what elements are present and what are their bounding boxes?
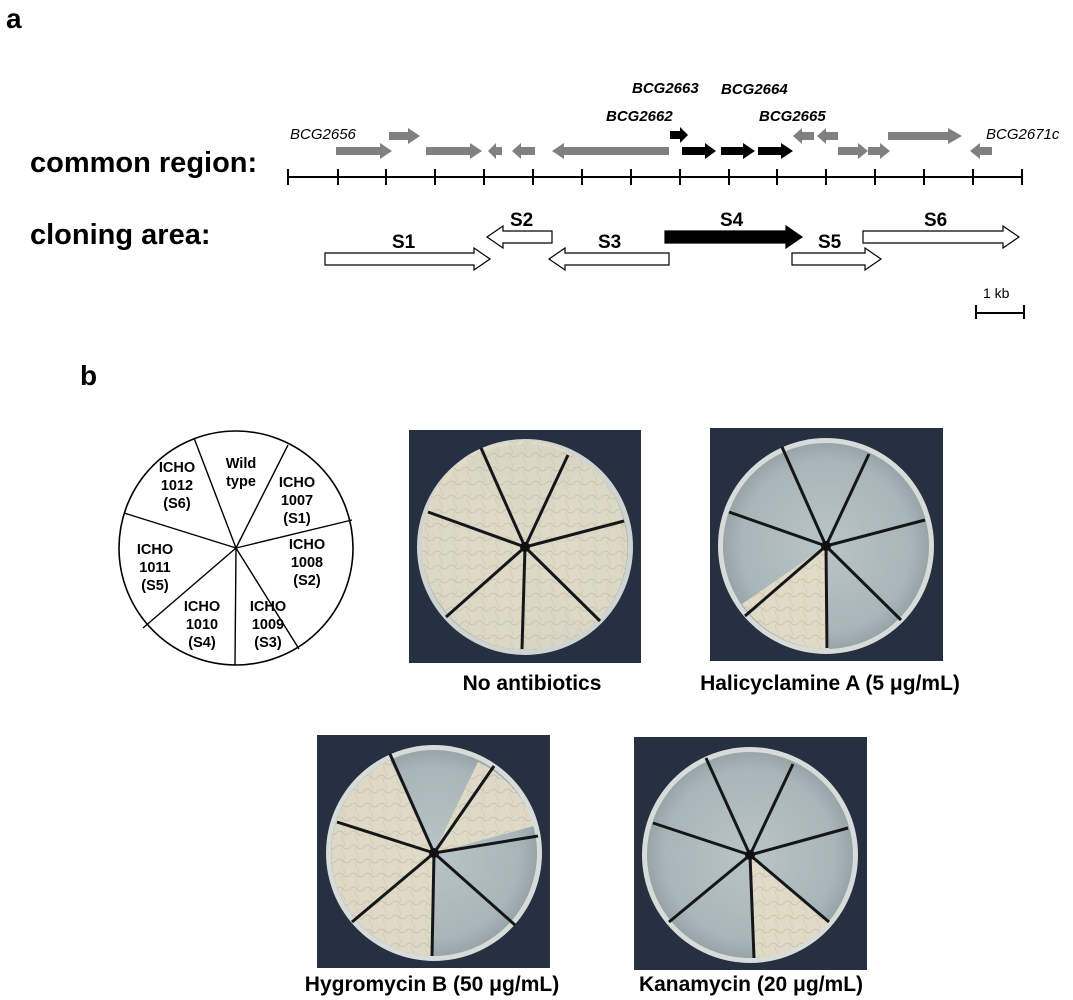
gene-label-bcg2656: BCG2656 [290,126,357,143]
segment-s2-label: S2 [510,210,533,231]
gene-label-bcg2663: BCG2663 [632,80,699,97]
plate-caption-no-antibiotics: No antibiotics [463,672,602,695]
gene-arrow [488,143,502,159]
gene-arrow [336,143,392,159]
scale-bar: 1 kb [975,285,1025,319]
segment-s6-arrow [862,224,1021,250]
gene-arrow [793,128,814,144]
gene-label-bcg2665: BCG2665 [759,108,826,125]
plate-photo-kanamycin [634,737,867,970]
segment-s6-label: S6 [924,210,947,231]
segment-s1-arrow [324,246,492,272]
gene-label-bcg2671c: BCG2671c [986,126,1060,143]
gene-arrow [552,143,669,159]
panel-b-letter: b [80,360,97,391]
gene-arrow [838,143,868,159]
gene-arrow-bcg2664 [721,143,755,159]
segment-s4-label: S4 [720,210,744,231]
gene-arrows [336,127,992,159]
gene-arrow [868,143,890,159]
segment-s2-arrow [485,224,553,250]
gene-arrow-bcg2662 [682,143,716,159]
gene-arrow [888,128,962,144]
segment-s5-arrow [791,246,883,272]
plate-caption-hygromycin-b: Hygromycin B (50 μg/mL) [305,973,559,996]
segment-s3-label: S3 [598,232,621,253]
segment-s4-arrow [664,224,804,250]
plate-photo-no-antibiotics [409,430,641,663]
gene-arrow [389,128,420,144]
segment-s3-arrow [547,246,670,272]
gene-arrow [512,143,535,159]
gene-arrow-bcg2663 [670,127,688,143]
plate-photo-hygromycin-b [317,735,550,968]
gene-label-bcg2662: BCG2662 [606,108,673,125]
genome-ruler [287,169,1023,185]
gene-arrow [426,143,482,159]
gene-arrow-bcg2665 [758,143,793,159]
segment-s1-label: S1 [392,232,416,253]
plate-caption-halicyclamine-a: Halicyclamine A (5 μg/mL) [700,672,960,695]
common-region-label: common region: [30,147,257,179]
gene-arrow [817,128,838,144]
gene-arrow [970,143,992,159]
gene-label-bcg2664: BCG2664 [721,81,788,98]
scale-bar-label: 1 kb [983,285,1010,301]
segment-s5-label: S5 [818,232,842,253]
cloning-area-label: cloning area: [30,219,211,251]
plate-caption-kanamycin: Kanamycin (20 μg/mL) [639,973,863,996]
plate-photo-halicyclamine-a [710,428,943,661]
panel-a-letter: a [6,3,22,34]
cloning-segments: S1 S2 S3 S4 S5 S6 [324,210,1021,272]
